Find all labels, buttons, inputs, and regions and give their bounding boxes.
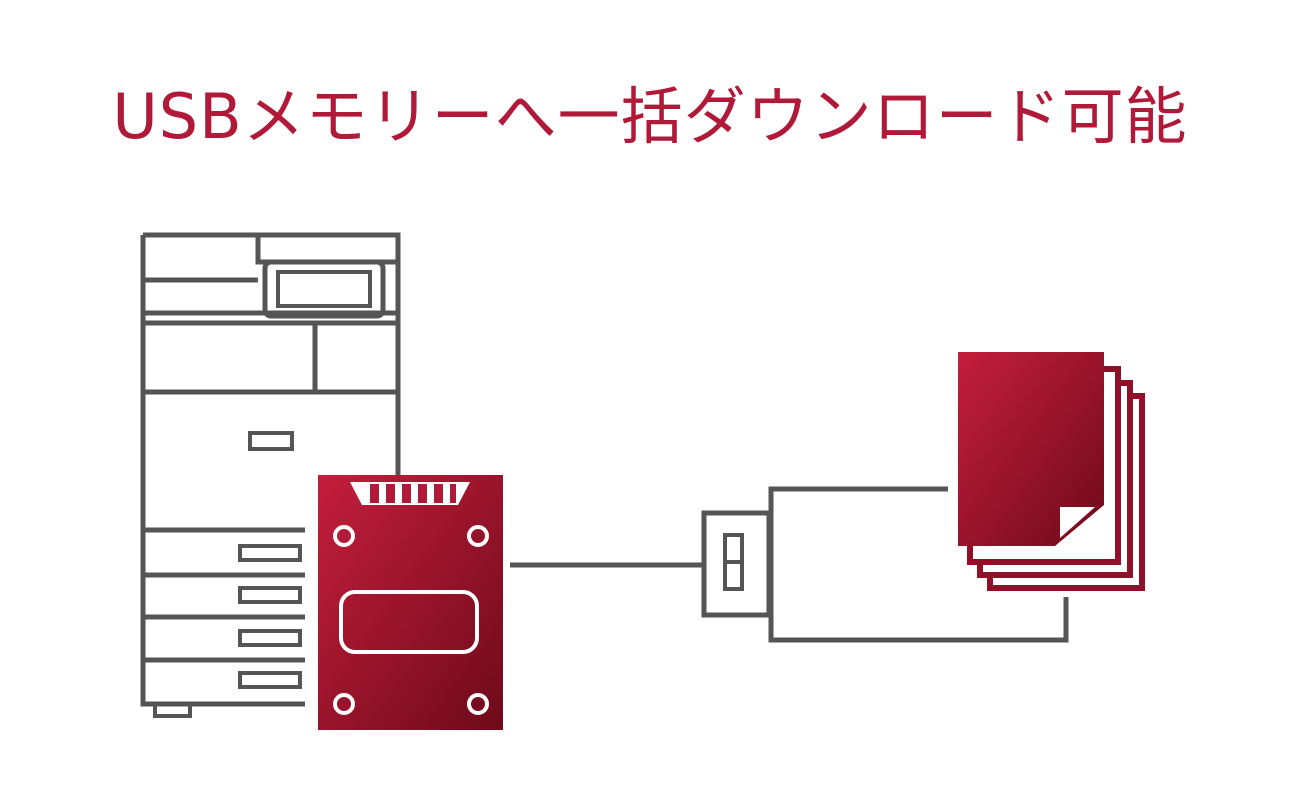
- document-stack-icon: [958, 352, 1145, 591]
- storage-board-icon: [318, 475, 503, 730]
- usb-memory-icon: [701, 486, 1069, 643]
- multifunction-printer-icon: [140, 232, 401, 718]
- headline: USBメモリーへ一括ダウンロード可能: [112, 80, 1188, 153]
